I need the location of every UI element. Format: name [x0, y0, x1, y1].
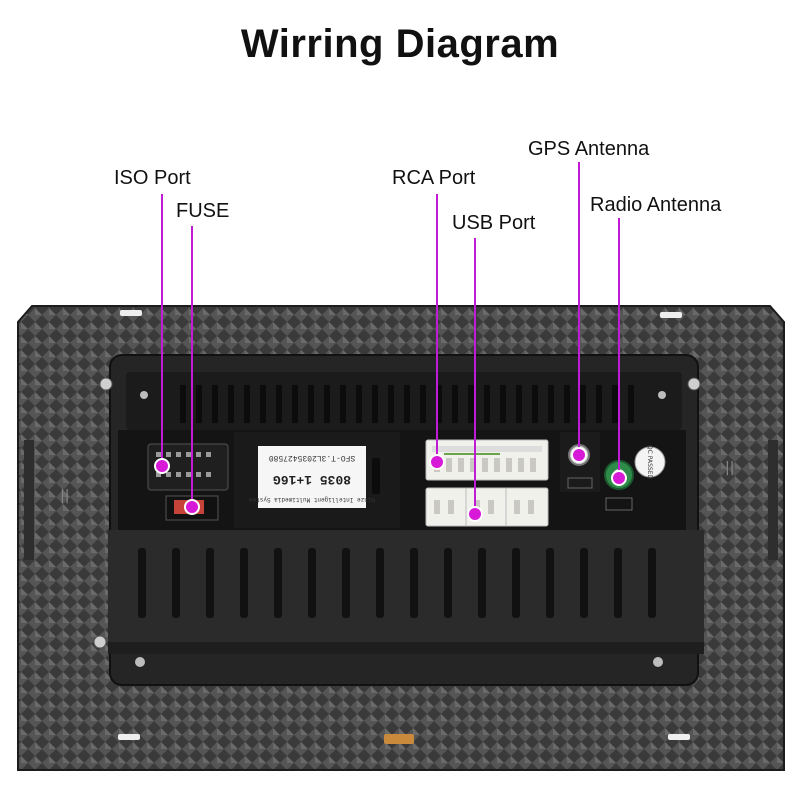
label-usb-port: USB Port	[452, 212, 536, 234]
marker-usb-port	[467, 506, 483, 522]
label-rca-port: RCA Port	[392, 167, 476, 189]
markers	[154, 447, 627, 522]
iso-connector	[147, 443, 229, 491]
usb-connector	[425, 487, 549, 527]
marker-gps-antenna	[571, 447, 587, 463]
sticker-system: Hinze Intelligent Multimedia System	[249, 496, 375, 503]
label-iso-port: ISO Port	[114, 167, 191, 189]
sticker-serial: SFO-T.3L2035427580	[269, 453, 356, 462]
leader-lines	[161, 162, 620, 514]
marker-iso-port	[154, 458, 170, 474]
page-title: Wirring Diagram	[240, 22, 560, 66]
marker-rca-port	[429, 454, 445, 470]
label-gps-antenna: GPS Antenna	[528, 138, 650, 160]
model-sticker: SFO-T.3L2035427580 8035 1+16G Hinze Inte…	[234, 432, 400, 528]
label-fuse: FUSE	[176, 200, 230, 222]
svg-text:||: ||	[725, 460, 734, 476]
qc-badge: QC PASSED	[646, 445, 653, 480]
sticker-model: 8035 1+16G	[273, 472, 351, 487]
marker-fuse	[184, 499, 200, 515]
marker-radio-antenna	[611, 470, 627, 486]
svg-text:||: ||	[60, 488, 69, 504]
label-radio-antenna: Radio Antenna	[590, 194, 722, 216]
